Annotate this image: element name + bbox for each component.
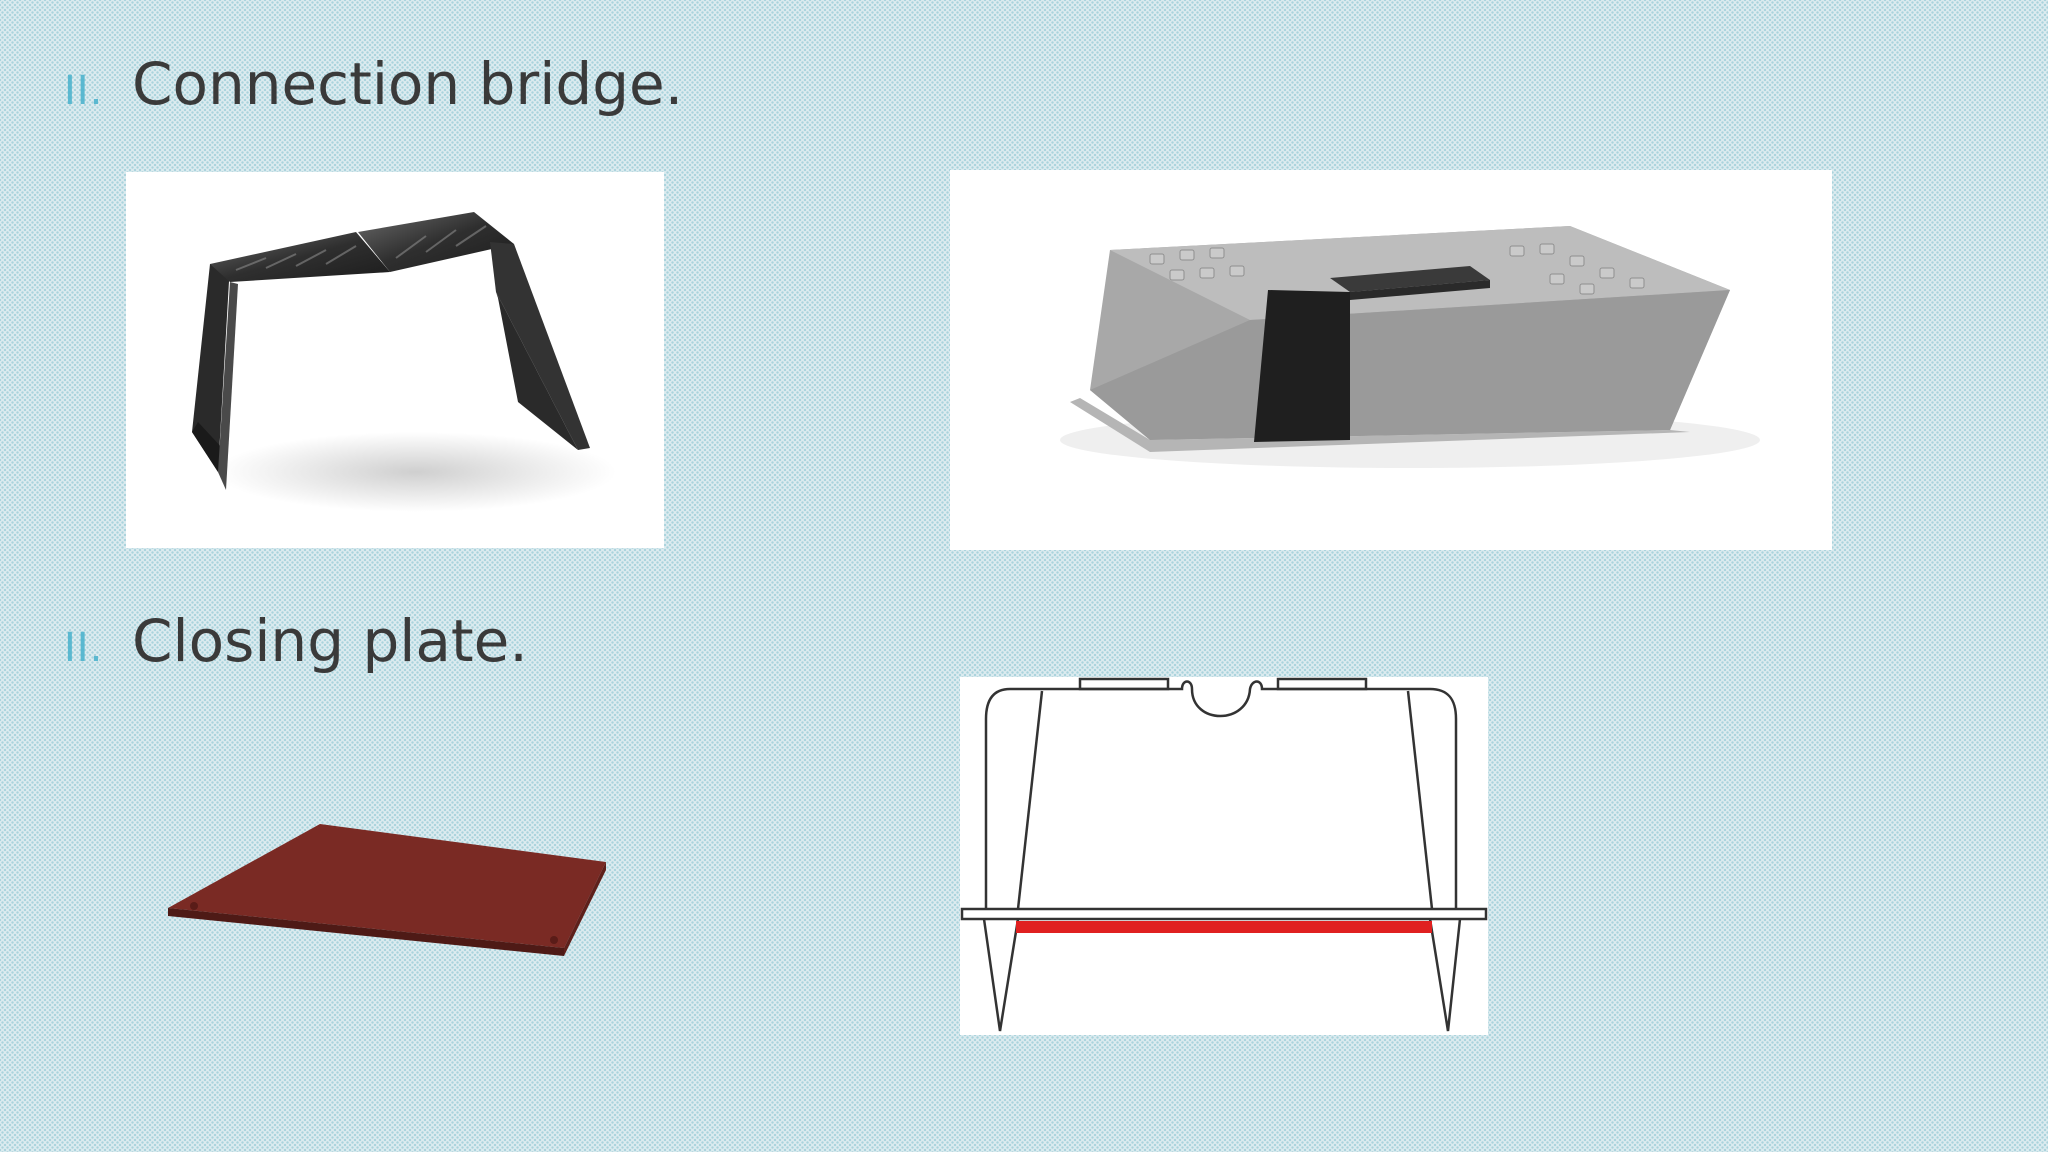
section-title: Connection bridge. [132,50,684,118]
bullet-numeral: II. [64,625,104,671]
section-heading-closing-plate: II. Closing plate. [64,607,528,675]
closing-plate-diagram [960,677,1488,1035]
bullet-numeral: II. [64,68,104,114]
assembly-illustration [1060,226,1760,468]
connection-bridge-metal-image [126,172,664,548]
plate-illustration [168,824,606,956]
section-heading-connection-bridge: II. Connection bridge. [64,50,683,118]
diagram-illustration [960,677,1488,1032]
bridge-illustration [192,212,616,512]
closing-plate-image [160,800,620,970]
section-title: Closing plate. [132,607,528,675]
connection-bridge-assembly-image [950,170,1832,550]
